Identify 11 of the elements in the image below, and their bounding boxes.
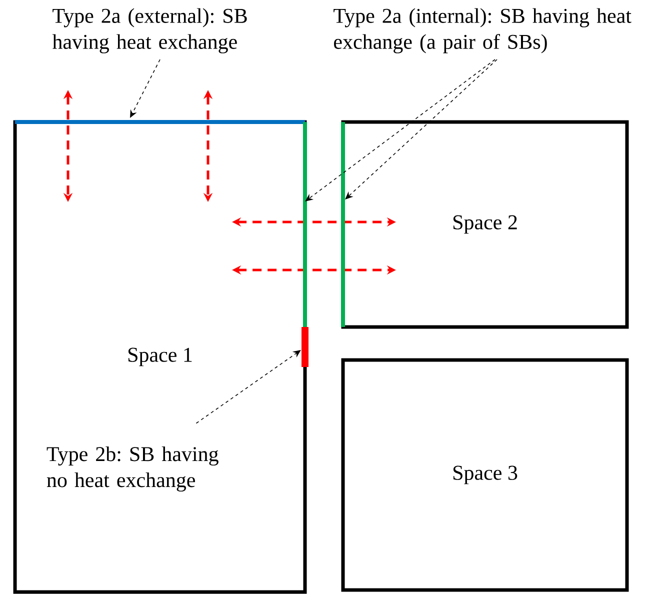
callout-text: Type 2a (internal): SB having heat exchange (a pair of SBs): [334, 8, 632, 54]
wall-segment: [341, 122, 345, 327]
leader-line: [196, 350, 301, 424]
wall-segment: [15, 120, 305, 124]
wall-segment: [303, 122, 307, 327]
room-box: Space 3: [341, 358, 629, 592]
leader-line: [345, 59, 498, 200]
wall-segment: [302, 327, 308, 367]
callout-text: Type 2b: SB having no heat exchange: [46, 446, 218, 492]
leader-line: [305, 59, 496, 202]
callout-text: Type 2a (external): SB having heat exchange: [52, 8, 247, 54]
